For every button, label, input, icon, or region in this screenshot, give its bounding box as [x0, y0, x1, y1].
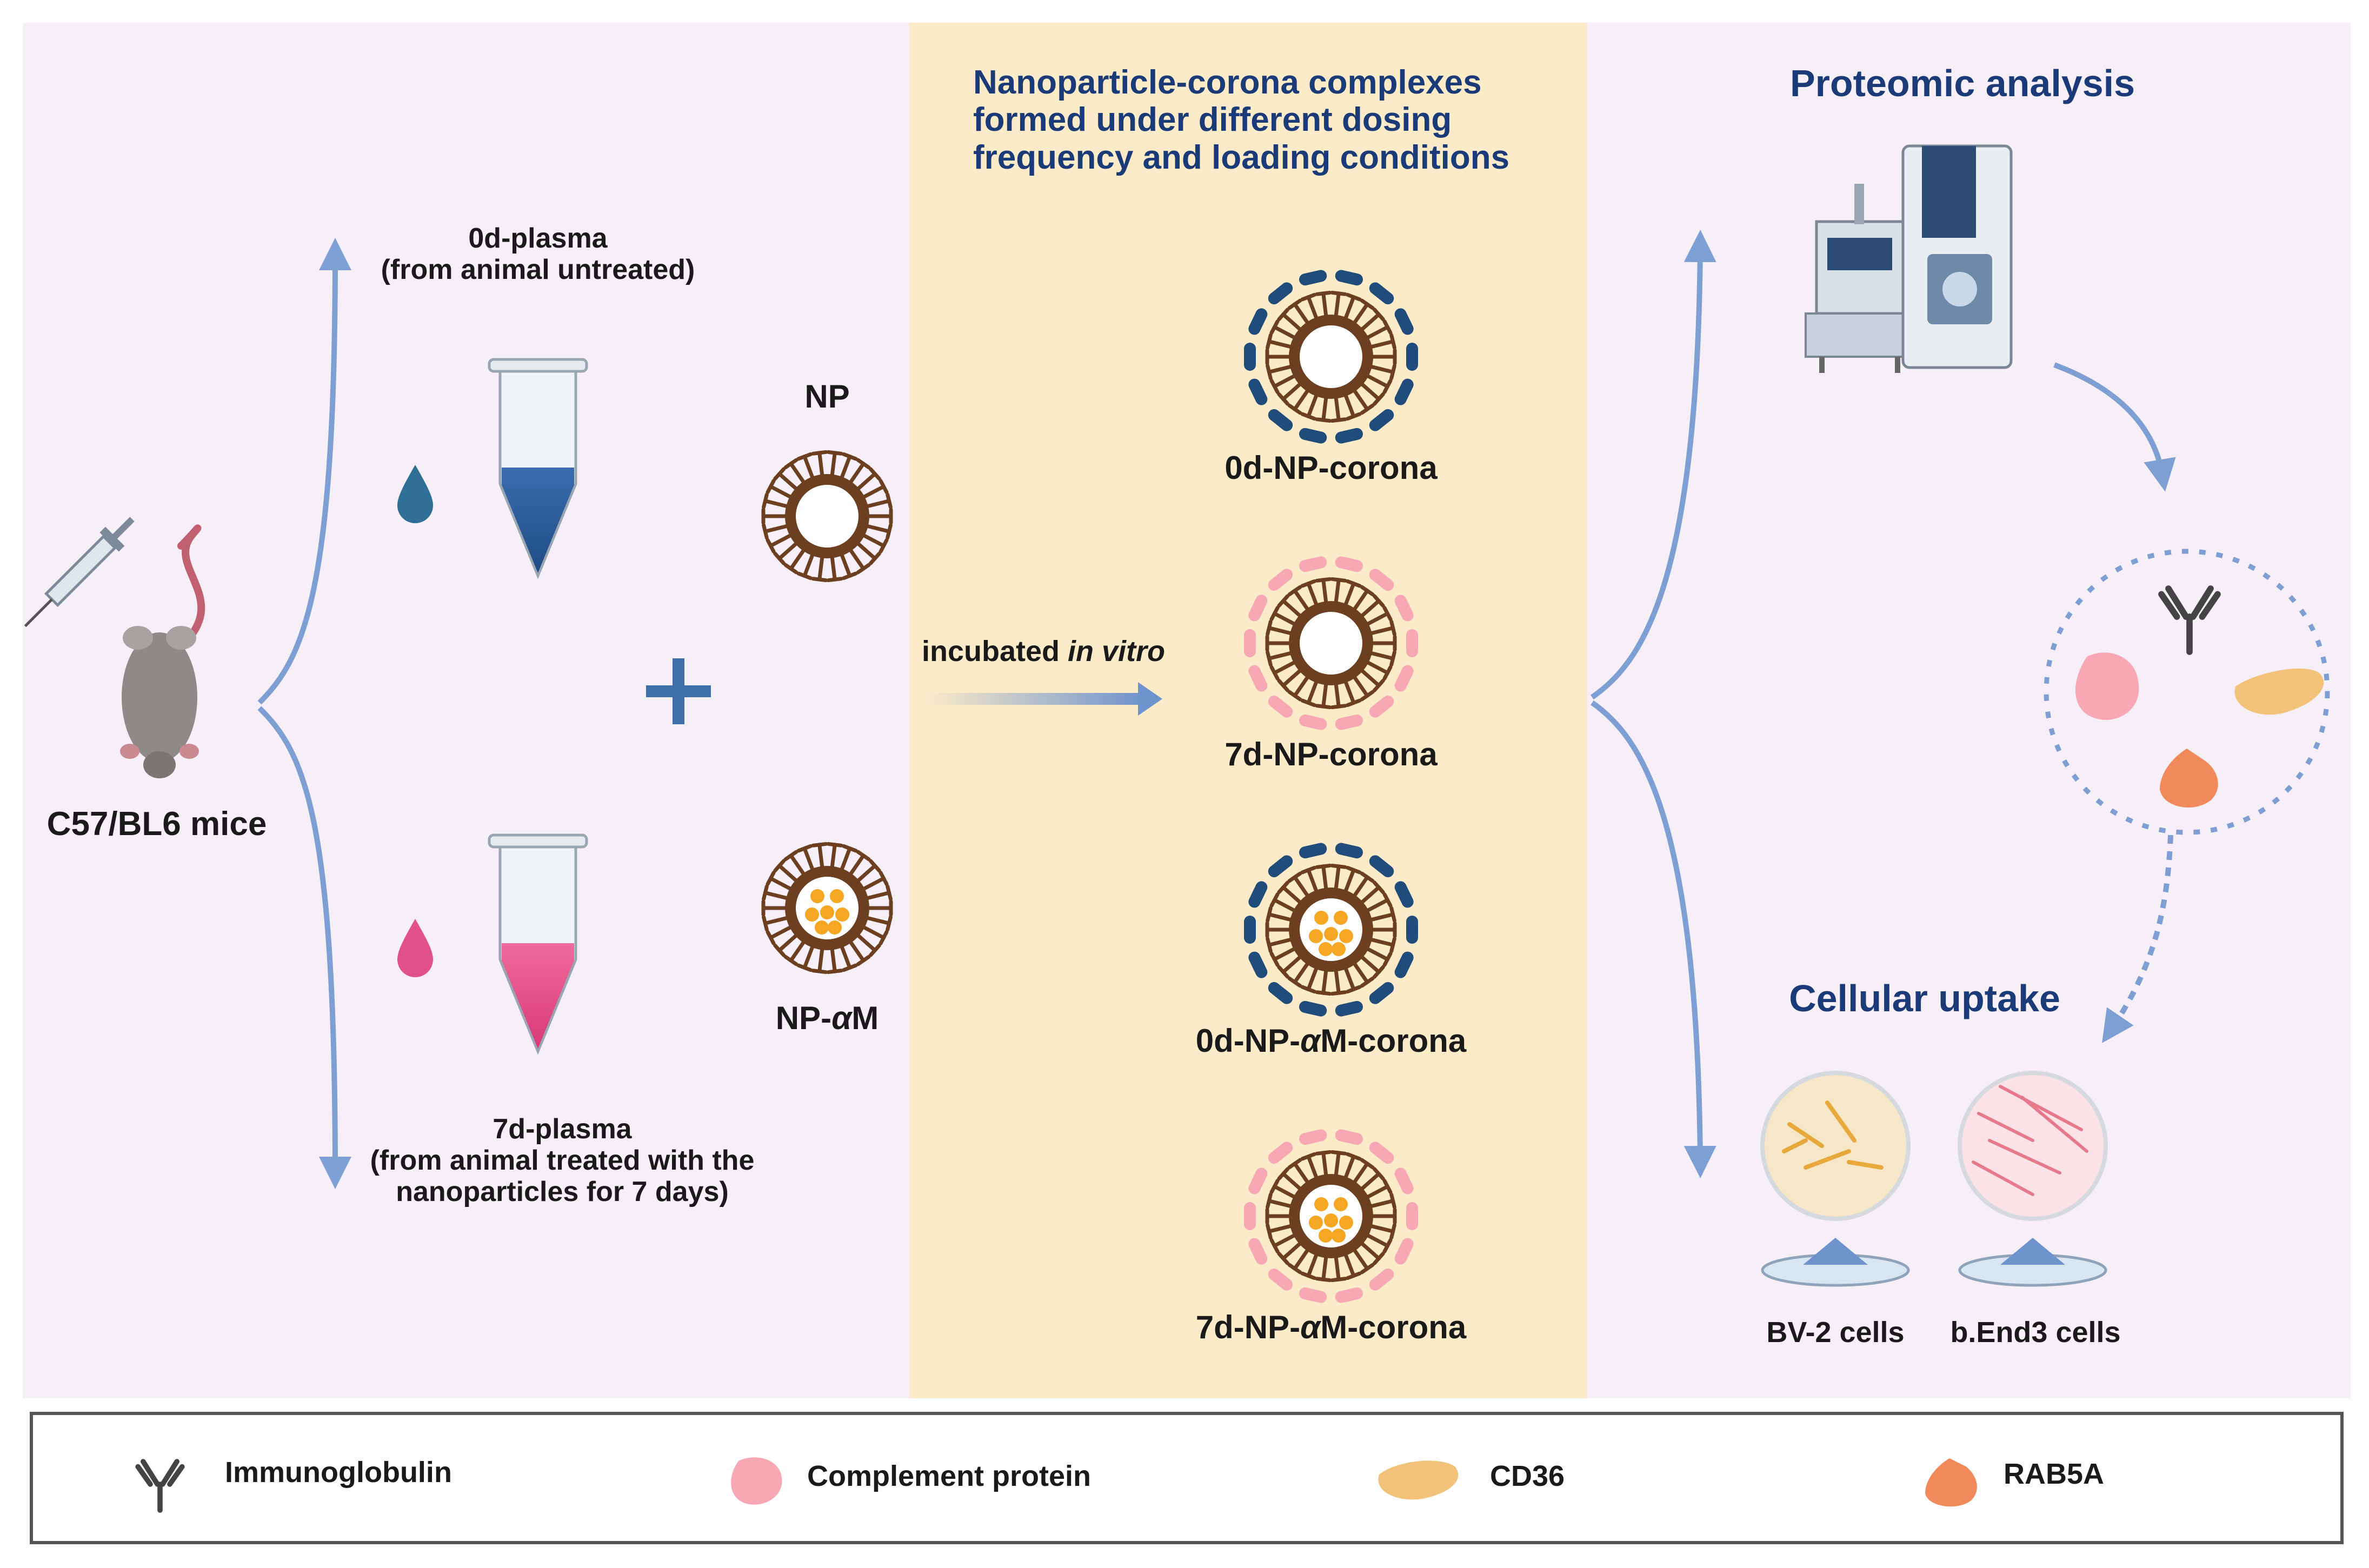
mass-spectrometer-icon [1805, 144, 2013, 373]
mouse-icon [120, 524, 205, 778]
plasma-treated-line3: nanoparticles for 7 days) [396, 1176, 729, 1208]
corona-label-2-greek: α [1300, 1023, 1321, 1059]
plasma-untreated-label: 0d-plasma (from animal untreated) [373, 223, 703, 285]
np-label: NP [804, 378, 850, 415]
complement-blob-icon [2075, 652, 2139, 720]
corona-complex-7d-np [1244, 556, 1418, 730]
incubation-label: incubated in vitro [914, 635, 1173, 668]
legend-label-complement: Complement protein [807, 1460, 1092, 1492]
corona-complex-0d-np-am [1244, 843, 1418, 1017]
np-am-label-suffix: M [851, 1000, 879, 1036]
flow-arrow-to-proteins [2053, 362, 2176, 492]
protein-corona-layer [1244, 1129, 1418, 1303]
middle-panel [909, 23, 1587, 1398]
antibody-icon [2158, 585, 2221, 655]
np-icon [761, 450, 893, 583]
legend: Immunoglobulin Complement protein CD36 R… [30, 1412, 2344, 1544]
corona-label-1-prefix: 7d-NP-corona [1225, 736, 1438, 772]
plasma-treated-line2: (from animal treated with the [370, 1145, 755, 1177]
legend-antibody-icon [135, 1459, 185, 1513]
corona-label-0-prefix: 0d-NP-corona [1225, 450, 1438, 486]
plus-icon [646, 658, 711, 724]
blue-droplet-icon [397, 465, 433, 523]
branch-arrow-uptake [1591, 700, 1716, 1178]
branch-arrow-proteomic [1591, 230, 1716, 700]
source-label: C57/BL6 mice [46, 805, 267, 843]
corona-label-3-greek: α [1300, 1309, 1321, 1345]
corona-label-2: 0d-NP-αM-corona [1163, 1023, 1499, 1059]
branch-arrow-up [257, 238, 351, 705]
legend-label-rab5a: RAB5A [2004, 1458, 2105, 1490]
pink-droplet-icon [397, 919, 433, 977]
bend3-cells-icon [1958, 1071, 2108, 1287]
plasma-untreated-subtitle: (from animal untreated) [381, 254, 695, 286]
corona-label-2-prefix: 0d-NP- [1195, 1023, 1301, 1059]
incubation-italic: in vitro [1068, 635, 1166, 668]
protein-corona-layer [1244, 556, 1418, 730]
corona-complex-7d-np-am [1244, 1129, 1418, 1303]
protein-corona-layer [1244, 270, 1418, 444]
middle-title-line3: frequency and loading conditions [973, 138, 1510, 176]
np-am-label: NP-αM [746, 1000, 908, 1036]
legend-label-immunoglobulin: Immunoglobulin [225, 1456, 452, 1489]
middle-title: Nanoparticle-corona complexes formed und… [973, 64, 1557, 176]
corona-label-3: 7d-NP-αM-corona [1163, 1309, 1499, 1345]
legend-label-cd36: CD36 [1490, 1460, 1565, 1492]
plasma-treated-label: 7d-plasma (from animal treated with the … [351, 1113, 773, 1208]
rab5a-blob-icon [2160, 749, 2218, 808]
protein-corona-layer [1244, 843, 1418, 1017]
corona-label-0: 0d-NP-corona [1163, 450, 1499, 486]
proteomic-title: Proteomic analysis [1789, 62, 2135, 104]
plasma-untreated-title: 0d-plasma [468, 223, 608, 254]
legend-complement-icon [731, 1457, 782, 1505]
incubation-prefix: incubated [921, 635, 1068, 668]
incubation-arrow [926, 682, 1162, 716]
corona-label-2-suffix: M-corona [1320, 1023, 1467, 1059]
legend-rab5a-icon [1925, 1458, 1977, 1507]
bv2-cells-icon [1760, 1071, 1911, 1287]
bend3-cells-label: b.End3 cells [1950, 1316, 2121, 1349]
plasma-treated-title: 7d-plasma [493, 1113, 632, 1145]
np-am-label-prefix: NP- [775, 1000, 832, 1036]
corona-label-1: 7d-NP-corona [1163, 736, 1499, 772]
branch-arrow-down [257, 706, 351, 1189]
corona-label-3-prefix: 7d-NP- [1195, 1309, 1301, 1345]
legend-icons [135, 1457, 1977, 1513]
middle-title-line1: Nanoparticle-corona complexes [973, 64, 1482, 101]
np-am-icon [761, 842, 893, 975]
uptake-title: Cellular uptake [1789, 977, 2060, 1019]
tube-treated-icon [488, 833, 588, 1055]
flow-arrow-to-uptake [2102, 835, 2173, 1043]
legend-cd36-icon [1378, 1460, 1459, 1500]
bv2-cells-label: BV-2 cells [1766, 1316, 1905, 1349]
middle-title-line2: formed under different dosing [973, 101, 1452, 139]
corona-label-3-suffix: M-corona [1320, 1309, 1467, 1345]
protein-cluster [2044, 549, 2330, 835]
syringe-icon [24, 517, 135, 628]
corona-complex-0d-np [1244, 270, 1418, 444]
cd36-blob-icon [2234, 668, 2324, 715]
tube-untreated-icon [488, 358, 588, 579]
np-am-label-greek: α [831, 1000, 852, 1036]
